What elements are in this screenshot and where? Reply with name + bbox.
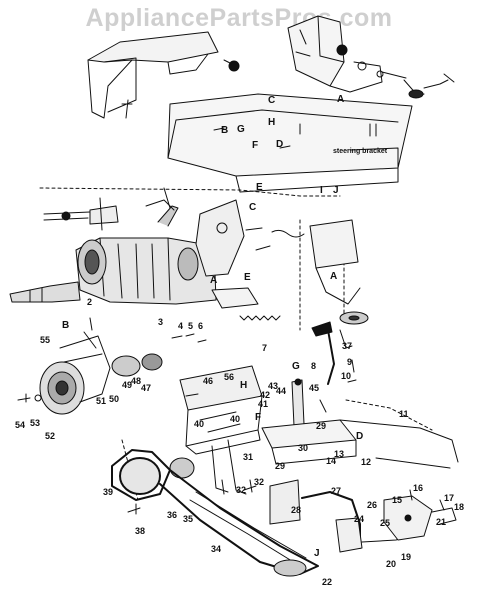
letter-F1: F [252,140,259,151]
callout-16: 16 [413,483,424,493]
callout-24: 24 [354,514,365,524]
steering-shaft [43,197,119,231]
callout-14: 14 [326,456,337,466]
letter-J2: J [314,548,320,559]
callout-8: 8 [311,361,317,371]
callout-42: 42 [260,390,271,400]
letter-A2: A [210,275,218,286]
callout-12: 12 [361,457,372,467]
linkage-springs [211,229,305,321]
callout-18: 18 [454,502,465,512]
callout-2: 2 [87,297,93,307]
callout-13: 13 [334,449,345,459]
callout-20: 20 [386,559,397,569]
letter-G1: G [237,124,245,135]
letter-B1: B [221,125,229,136]
letter-H1: H [268,117,276,128]
callout-30: 30 [298,443,309,453]
callout-10: 10 [341,371,352,381]
shift-lever [261,321,357,465]
callout-17: 17 [444,493,455,503]
brake-rod [339,419,459,469]
callout-5: 5 [188,321,194,331]
hardware [17,317,357,515]
callout-49: 49 [122,380,133,390]
letter-G2: G [292,361,300,372]
letter-E2: E [244,272,251,283]
callout-51: 51 [96,396,107,406]
callout-38: 38 [135,526,146,536]
letter-A1: A [337,94,345,105]
callout-22: 22 [322,577,333,587]
callout-41: 41 [258,399,269,409]
hood-panel [87,31,240,119]
callout-39: 39 [103,487,114,497]
callout-32a: 32 [236,485,247,495]
axle-bracket [195,199,271,277]
letter-F2: F [255,412,262,423]
letter-D1: D [276,139,284,150]
callout-55: 55 [40,335,51,345]
callout-15: 15 [392,495,403,505]
callout-52: 52 [45,431,56,441]
callout-36: 36 [167,510,178,520]
brake-bracket [383,489,457,541]
callout-29a: 29 [275,461,286,471]
callout-27: 27 [331,486,342,496]
center-plate [179,365,263,495]
frame-plate [167,93,413,193]
callout-40a: 40 [194,419,205,429]
callout-48: 48 [131,376,142,386]
letter-E1: E [256,182,263,193]
transmission [9,187,217,305]
callout-35: 35 [183,514,194,524]
callout-56: 56 [224,372,235,382]
callout-3: 3 [158,317,164,327]
callout-26: 26 [367,500,378,510]
drive-belt [111,353,319,577]
steering-bracket-label: steering bracket [333,148,388,155]
callout-6: 6 [198,321,204,331]
letter-D2: D [356,431,364,442]
callout-37: 37 [342,341,353,351]
callout-11: 11 [399,409,409,419]
letter-J1: J [333,185,339,196]
letter-C2: C [249,202,257,213]
callout-53: 53 [30,418,41,428]
callout-31: 31 [243,452,254,462]
callout-50: 50 [109,394,120,404]
callout-21: 21 [436,517,447,527]
callout-4: 4 [178,321,184,331]
callout-9: 9 [347,357,353,367]
pedal-lever [269,479,421,553]
callout-19: 19 [401,552,412,562]
idler-bracket [309,219,369,349]
letter-B2: B [62,320,70,331]
callout-46: 46 [203,376,214,386]
callout-34: 34 [211,544,222,554]
letter-I: I [320,185,323,196]
callout-25: 25 [380,518,391,528]
letter-A3: A [330,271,338,282]
letter-H2: H [240,380,248,391]
callout-7: 7 [262,343,268,353]
callout-28: 28 [291,505,302,515]
callout-40b: 40 [230,414,241,424]
callout-54: 54 [15,420,26,430]
callout-29b: 29 [316,421,327,431]
callout-47: 47 [141,383,152,393]
callout-32b: 32 [254,477,265,487]
top-right-bracket [287,15,455,99]
callout-43: 43 [268,381,279,391]
letter-C1: C [268,95,276,106]
callout-44: 44 [276,386,287,396]
clutch-pulley-assembly [39,331,111,415]
callout-45: 45 [309,383,320,393]
